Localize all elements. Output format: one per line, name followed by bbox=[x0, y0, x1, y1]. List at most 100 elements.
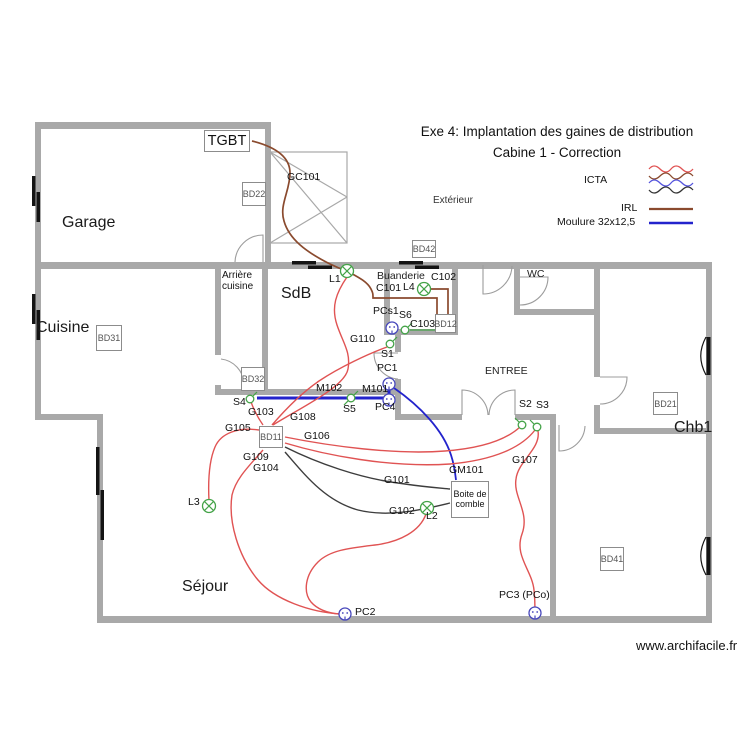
socket-pcs1[interactable] bbox=[385, 321, 399, 335]
cable-s3[interactable] bbox=[284, 429, 536, 466]
legend-label-irl: IRL bbox=[621, 202, 638, 214]
box-bd32[interactable]: BD32 bbox=[241, 367, 265, 391]
cable-g108[interactable] bbox=[272, 276, 350, 426]
box-bd21[interactable]: BD21 bbox=[653, 392, 678, 415]
cable-g101[interactable] bbox=[284, 446, 451, 490]
stair-gc101 bbox=[269, 151, 348, 244]
label-g104: G104 bbox=[253, 462, 279, 474]
label-g110: G110 bbox=[350, 333, 375, 345]
double-door-left bbox=[461, 389, 489, 416]
label-g109: G109 bbox=[243, 451, 269, 463]
door-garage bbox=[234, 234, 264, 263]
label-exterieur: Extérieur bbox=[433, 195, 474, 206]
cables-icta[interactable] bbox=[207, 276, 539, 615]
label-l1: L1 bbox=[329, 273, 341, 285]
window-sejour bbox=[96, 447, 100, 495]
door-room-right bbox=[558, 425, 586, 452]
light-l1[interactable] bbox=[339, 263, 355, 279]
window-garage bbox=[32, 176, 36, 206]
box-bd12[interactable]: BD12 bbox=[434, 314, 457, 333]
door-sdb bbox=[373, 352, 399, 380]
box-bd41[interactable]: BD41 bbox=[600, 547, 624, 571]
legend-label-icta: ICTA bbox=[584, 174, 608, 186]
switch-s2[interactable] bbox=[514, 417, 527, 430]
label-l4: L4 bbox=[403, 281, 415, 293]
door-wc bbox=[519, 276, 549, 306]
label-m102: M102 bbox=[316, 382, 343, 394]
switch-s4[interactable] bbox=[245, 391, 258, 404]
window-chb1 bbox=[706, 337, 711, 375]
cable-g110[interactable] bbox=[271, 346, 388, 426]
light-l4[interactable] bbox=[416, 281, 432, 297]
cable-g109[interactable] bbox=[230, 449, 341, 615]
cables-moulure[interactable] bbox=[257, 385, 457, 481]
label-s4: S4 bbox=[233, 396, 246, 408]
label-s6: S6 bbox=[399, 309, 412, 321]
window-buanderie bbox=[399, 261, 423, 265]
box-bd11[interactable]: BD11 bbox=[259, 426, 283, 448]
cable-c101[interactable] bbox=[346, 270, 438, 315]
label-pc3: PC3 (PCo) bbox=[499, 589, 550, 601]
socket-pc4[interactable] bbox=[382, 393, 396, 407]
switch-s6[interactable] bbox=[400, 322, 413, 335]
socket-pc3[interactable] bbox=[528, 606, 542, 620]
label-l2: L2 bbox=[426, 510, 438, 522]
box-boite-comble[interactable]: Boite de comble bbox=[451, 481, 489, 518]
room-label-sdb: SdB bbox=[281, 285, 312, 302]
label-pc4: PC4 bbox=[375, 401, 396, 413]
room-label-arriere-cuisine: Arrière cuisine bbox=[222, 270, 254, 292]
plan-title-line1: Exe 4: Implantation des gaines de distri… bbox=[420, 124, 694, 139]
light-l2[interactable] bbox=[419, 500, 435, 516]
double-door-right bbox=[488, 389, 516, 416]
light-l3[interactable] bbox=[201, 498, 217, 514]
switch-s5[interactable] bbox=[343, 390, 359, 406]
plan-title-line2: Cabine 1 - Correction bbox=[492, 145, 622, 160]
walls bbox=[35, 122, 712, 623]
label-g108: G108 bbox=[290, 411, 316, 423]
box-bd42[interactable]: BD42 bbox=[412, 240, 436, 258]
cables-irl[interactable] bbox=[251, 140, 449, 315]
room-label-garage: Garage bbox=[62, 214, 116, 231]
label-c101: C101 bbox=[376, 282, 402, 294]
cable-g103[interactable] bbox=[250, 401, 264, 426]
cable-gc101[interactable] bbox=[251, 140, 348, 272]
window-room-right bbox=[706, 537, 711, 575]
cable-g107[interactable] bbox=[514, 430, 539, 611]
label-pcs1: PCs1 bbox=[373, 305, 399, 317]
cable-g104[interactable] bbox=[305, 513, 427, 615]
label-g101: G101 bbox=[384, 474, 410, 486]
label-g107: G107 bbox=[512, 454, 538, 466]
label-s5: S5 bbox=[343, 403, 356, 415]
box-tgbt[interactable]: TGBT bbox=[204, 130, 250, 152]
label-l3: L3 bbox=[188, 496, 200, 508]
window-cuisine bbox=[32, 294, 36, 324]
room-label-buanderie: Buanderie bbox=[377, 270, 425, 282]
cable-g106[interactable] bbox=[284, 426, 521, 453]
box-bd31[interactable]: BD31 bbox=[96, 325, 122, 351]
switch-s1[interactable] bbox=[385, 336, 398, 349]
label-g103: G103 bbox=[248, 406, 274, 418]
label-pc1: PC1 bbox=[377, 362, 398, 374]
label-m101: M101 bbox=[362, 383, 389, 395]
label-s3: S3 bbox=[536, 399, 549, 411]
label-g106: G106 bbox=[304, 430, 330, 442]
room-label-wc: WC bbox=[527, 268, 545, 280]
windows bbox=[32, 176, 711, 576]
doors bbox=[220, 234, 628, 452]
cable-g105[interactable] bbox=[207, 428, 260, 502]
cable-gm101[interactable] bbox=[393, 387, 457, 481]
box-bd22[interactable]: BD22 bbox=[242, 182, 266, 206]
room-label-cuisine: Cuisine bbox=[36, 319, 90, 336]
cable-c102[interactable] bbox=[430, 288, 449, 315]
legend-label-moulure: Moulure 32x12,5 bbox=[557, 216, 636, 228]
label-s2: S2 bbox=[519, 398, 532, 410]
socket-pc1[interactable] bbox=[382, 377, 396, 391]
switch-s3[interactable] bbox=[529, 419, 542, 432]
door-chb1 bbox=[599, 376, 628, 405]
room-label-entree: ENTREE bbox=[485, 365, 528, 377]
socket-pc2[interactable] bbox=[338, 607, 352, 621]
legend-icta-wave-dark bbox=[648, 186, 694, 194]
label-gc101: GC101 bbox=[287, 171, 321, 183]
door-entree-front bbox=[482, 265, 513, 295]
